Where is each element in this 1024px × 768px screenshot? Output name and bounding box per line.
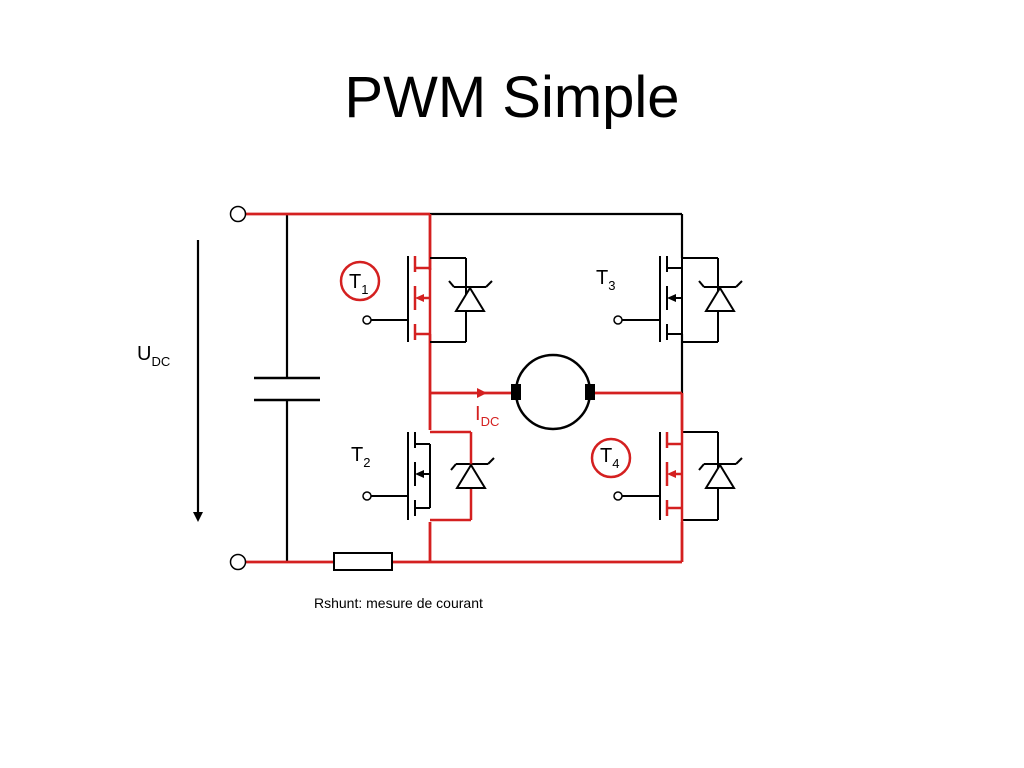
udc-arrow-head [193, 512, 203, 522]
transistor-t4 [590, 430, 743, 522]
t1-label: T1 [349, 271, 368, 297]
idc-arrow-head [477, 388, 487, 398]
capacitor [254, 376, 320, 402]
t4-label: T4 [600, 445, 619, 471]
red-current-path [246, 212, 684, 564]
dc-motor [511, 353, 595, 431]
shunt-caption: Rshunt: mesure de courant [314, 595, 483, 611]
transistor-t2 [362, 430, 495, 522]
black-wires [196, 212, 684, 562]
idc-label: IDC [475, 403, 499, 429]
t4-highlight-ring [590, 437, 632, 479]
slide-title: PWM Simple [344, 65, 680, 130]
transistor-t1 [339, 256, 493, 343]
transistor-t3 [613, 256, 743, 343]
t2-label: T2 [351, 444, 370, 470]
terminal-top [229, 205, 247, 223]
terminal-bottom [229, 553, 247, 571]
shunt-resistor [333, 552, 393, 571]
t3-label: T3 [596, 267, 615, 293]
udc-label: UDC [137, 343, 170, 369]
t1-highlight-ring [339, 260, 381, 302]
